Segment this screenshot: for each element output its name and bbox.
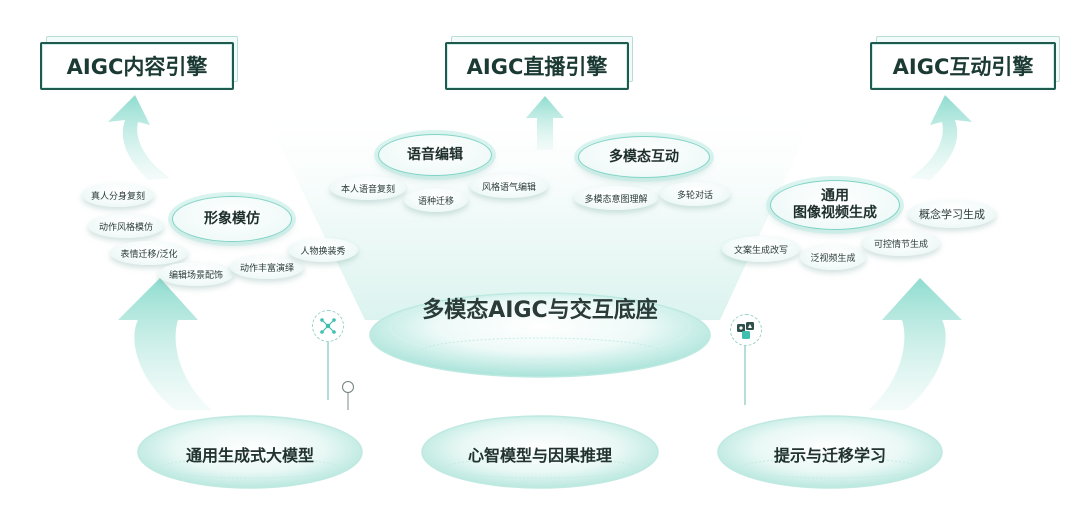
engine-interact-label: AIGC互动引擎 — [892, 55, 1034, 79]
bubble-voice-0: 本人语音复刻 — [330, 176, 406, 200]
engine-content-box: AIGC内容引擎 — [40, 42, 234, 90]
foundation-left-label: 通用生成式大模型 — [185, 446, 314, 465]
bubble-avatar-2: 表情迁移/泛化 — [110, 241, 188, 265]
network-icon — [312, 310, 344, 342]
engine-content-label: AIGC内容引擎 — [66, 55, 208, 79]
bubble-multimodal-0: 多模态意图理解 — [574, 186, 658, 210]
cluster-voice-title-text: 语音编辑 — [407, 146, 463, 163]
bubble-avatar-4: 动作丰富演绎 — [230, 255, 304, 279]
cluster-voice-title: 语音编辑 — [378, 134, 492, 176]
foundation-mid-label: 心智模型与因果推理 — [467, 446, 612, 465]
foundation-right-label: 提示与迁移学习 — [773, 446, 886, 465]
media-icons — [730, 314, 762, 346]
bubble-general-0: 概念学习生成 — [908, 200, 996, 228]
engine-interact-box: AIGC互动引擎 — [870, 42, 1056, 90]
bubble-voice-2: 风格语气编辑 — [470, 174, 548, 198]
bubble-avatar-1: 动作风格模仿 — [88, 214, 164, 238]
bubble-multimodal-1: 多轮对话 — [660, 182, 730, 206]
bubble-avatar-0: 真人分身复刻 — [82, 183, 154, 207]
pin-icon — [342, 381, 354, 393]
bubble-general-2: 泛视频生成 — [800, 244, 866, 270]
arrow-up-right-top — [910, 95, 972, 180]
cluster-general-title: 通用 图像视频生成 — [770, 180, 900, 230]
engine-live-box: AIGC直播引擎 — [445, 42, 629, 90]
arrow-up-right-bottom — [868, 278, 962, 410]
cluster-multimodal-title: 多模态互动 — [578, 136, 710, 178]
cluster-avatar-title: 形象模仿 — [172, 196, 292, 242]
bubble-avatar-5: 人物换装秀 — [288, 238, 358, 262]
cluster-avatar-title-text: 形象模仿 — [204, 210, 260, 227]
cluster-general-title-line1: 通用 — [821, 188, 849, 204]
arrow-up-left-top — [108, 95, 170, 180]
arrow-up-left-bottom — [118, 278, 212, 410]
bubble-avatar-3: 编辑场景配饰 — [158, 262, 234, 286]
bubble-general-1: 文案生成改写 — [722, 236, 800, 262]
bubble-voice-1: 语种迁移 — [404, 188, 468, 212]
arrow-up-center — [526, 96, 564, 150]
cluster-general-title-line2: 图像视频生成 — [793, 205, 877, 221]
engine-live-label: AIGC直播引擎 — [466, 55, 608, 79]
bubble-general-3: 可控情节生成 — [862, 230, 940, 256]
center-title: 多模态AIGC与交互底座 — [422, 298, 658, 323]
cluster-multimodal-title-text: 多模态互动 — [609, 148, 679, 165]
